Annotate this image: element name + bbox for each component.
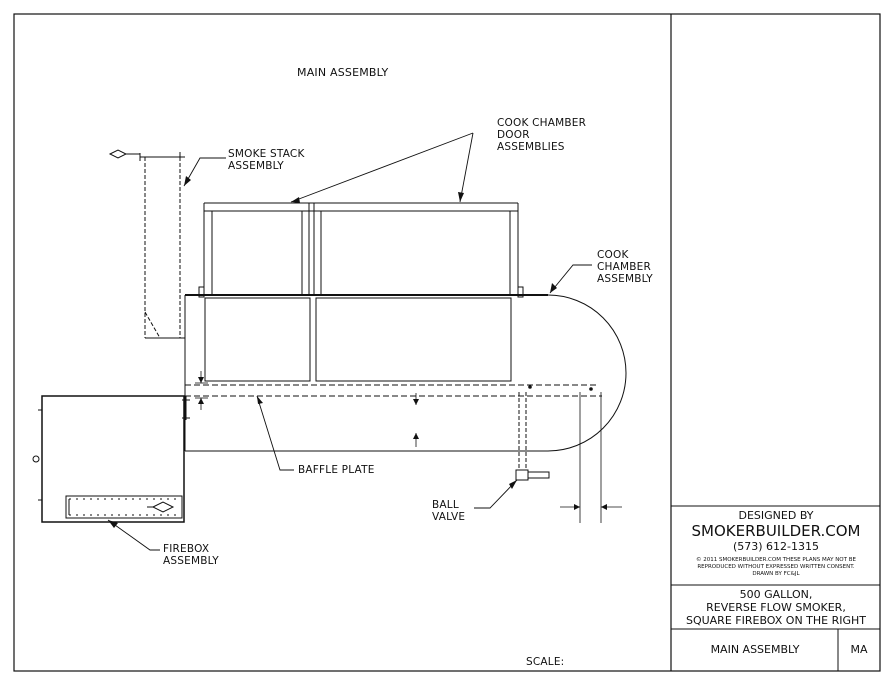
cook-chamber-callout: COOK CHAMBER ASSEMBLY — [597, 249, 653, 285]
dimension-lines — [195, 371, 622, 523]
ball-valve-callout-line-2: VALVE — [432, 511, 466, 523]
sheet-name: MAIN ASSEMBLY — [710, 643, 800, 656]
firebox-callout-line-1: FIREBOX — [163, 543, 210, 555]
door-callout-line-2: DOOR — [497, 129, 530, 141]
door-callout-line-3: ASSEMBLIES — [497, 141, 565, 153]
phone-number: (573) 612-1315 — [732, 540, 820, 553]
baffle-plate-callout: BAFFLE PLATE — [298, 464, 375, 476]
ball-valve-shape — [515, 469, 550, 481]
drawn-by: DRAWN BY FC&JL — [752, 571, 800, 577]
title-block: DESIGNED BY SMOKERBUILDER.COM (573) 612-… — [672, 507, 880, 578]
scale-label: SCALE: — [526, 656, 565, 668]
smoke-stack — [108, 149, 185, 339]
ball-valve-callout-line-1: BALL — [432, 499, 459, 511]
cook-chamber-callout-line-2: CHAMBER — [597, 261, 652, 273]
description-line-3: SQUARE FIREBOX ON THE RIGHT — [685, 614, 867, 627]
door-callout-line-1: COOK CHAMBER — [497, 117, 587, 129]
cook-chamber-callout-line-1: COOK — [597, 249, 629, 261]
smoke-stack-callout-line-1: SMOKE STACK — [228, 148, 305, 160]
leader-lines — [107, 132, 592, 551]
firebox — [32, 395, 190, 523]
ball-valve-callout: BALL VALVE — [432, 499, 465, 523]
project-description: 500 GALLON, REVERSE FLOW SMOKER, SQUARE … — [672, 588, 880, 627]
sheet-code: MA — [850, 643, 868, 656]
description-line-1: 500 GALLON, — [739, 588, 813, 601]
cook-chamber — [184, 294, 627, 452]
door-callout: COOK CHAMBER DOOR ASSEMBLIES — [497, 117, 586, 153]
sheet-border — [13, 13, 881, 672]
copyright-line-2: REPRODUCED WITHOUT EXPRESSED WRITTEN CON… — [697, 564, 855, 570]
firebox-callout: FIREBOX ASSEMBLY — [163, 543, 219, 567]
baffle-plate — [185, 384, 602, 397]
cook-chamber-doors — [198, 202, 524, 298]
cook-chamber-callout-line-3: ASSEMBLY — [597, 273, 653, 285]
company-name: SMOKERBUILDER.COM — [691, 522, 861, 540]
copyright-line-1: © 2011 SMOKERBUILDER.COM THESE PLANS MAY… — [696, 557, 856, 563]
description-line-2: REVERSE FLOW SMOKER, — [706, 601, 846, 614]
smoke-stack-callout: SMOKE STACK ASSEMBLY — [228, 148, 305, 172]
drain-pipe — [518, 392, 527, 470]
designed-by: DESIGNED BY — [738, 509, 814, 522]
sheet-title: MAIN ASSEMBLY — [297, 66, 389, 79]
smoke-stack-callout-line-2: ASSEMBLY — [228, 160, 284, 172]
firebox-callout-line-2: ASSEMBLY — [163, 555, 219, 567]
